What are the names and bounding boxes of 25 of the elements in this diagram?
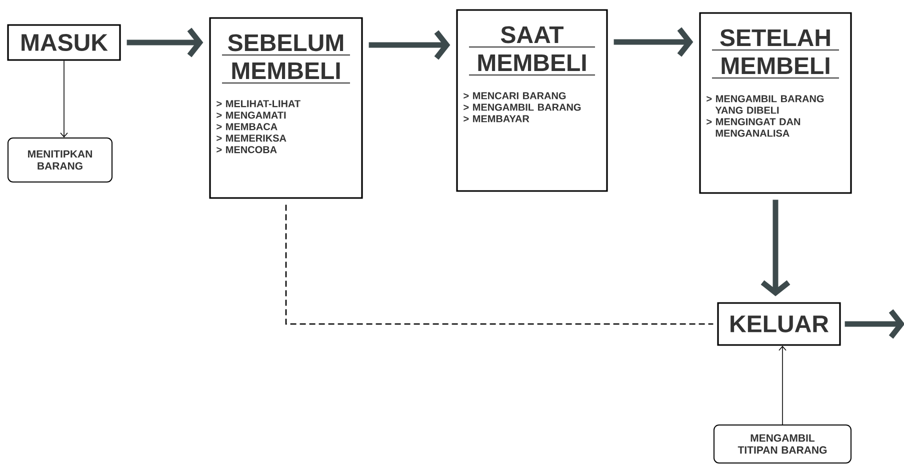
list-item: > MENGAMBIL BARANG YANG DIBELI <box>706 95 824 114</box>
list-item: > MENCOBA <box>216 146 277 154</box>
arrow <box>760 200 790 296</box>
connector-line <box>285 204 714 325</box>
section-heading: SEBELUM MEMBELI <box>222 34 350 84</box>
list-item: > MEMERIKSA <box>216 134 286 142</box>
list-item: > MEMBAYAR <box>464 115 530 122</box>
section-heading: SETELAH MEMBELI <box>712 29 840 78</box>
list-item: > MENCARI BARANG <box>464 92 566 100</box>
arrow <box>778 346 786 425</box>
process-box: KELUAR <box>717 302 841 346</box>
list-item: > MELIHAT-LIHAT <box>216 100 300 108</box>
process-box: MASUK <box>7 24 121 61</box>
note-box: MENGAMBIL TITIPAN BARANG <box>714 424 852 464</box>
section-heading: SAAT MEMBELI <box>468 26 596 76</box>
list-item: > MEMBACA <box>216 123 278 130</box>
list-item: > MENGINGAT DAN MENGANALISA <box>706 118 800 137</box>
arrow <box>126 28 204 58</box>
list-item: > MENGAMATI <box>216 112 286 119</box>
arrow <box>614 27 694 57</box>
list-item: > MENGAMBIL BARANG <box>464 104 581 111</box>
arrow <box>844 309 904 339</box>
arrow <box>368 30 450 60</box>
note-box: MENITIPKAN BARANG <box>8 138 112 182</box>
arrow <box>60 60 68 138</box>
